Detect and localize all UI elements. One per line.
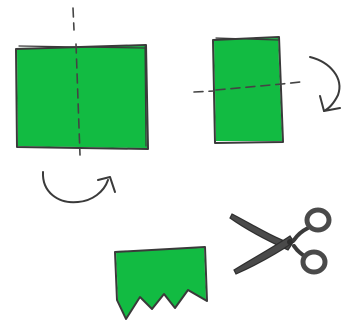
step3-cut-paper <box>115 247 207 319</box>
step2-curved-arrow-icon <box>310 57 340 111</box>
step1-square-paper <box>16 45 148 149</box>
scissors-icon <box>230 210 329 274</box>
step1-curved-arrow-icon <box>43 172 115 202</box>
